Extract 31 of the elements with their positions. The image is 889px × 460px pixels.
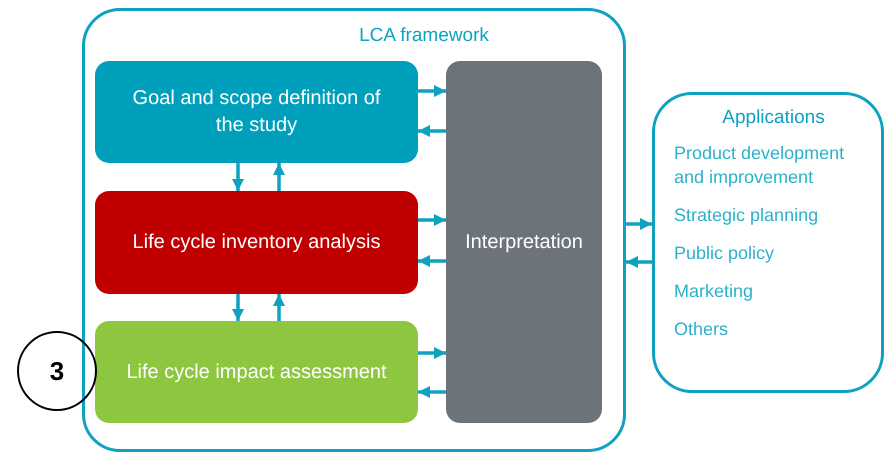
list-item: Others — [674, 318, 728, 341]
panel-title: LCA framework — [358, 25, 490, 47]
arrow — [418, 347, 446, 359]
arrow — [626, 256, 652, 268]
step-label: Life cycle impact assessment — [126, 360, 387, 384]
list-item: Marketing — [674, 280, 754, 303]
arrow — [418, 386, 446, 398]
list-item: Product development and improvement — [674, 142, 846, 189]
process-box — [95, 321, 418, 423]
arrow — [273, 163, 285, 191]
arrow — [232, 163, 244, 191]
step-label: Goal and scope definition of the study — [132, 86, 382, 138]
list-item: Strategic planning — [674, 204, 818, 227]
step-label: Interpretation — [465, 230, 583, 254]
process-box — [95, 61, 418, 163]
arrow — [273, 294, 285, 321]
framework-panel — [82, 8, 626, 452]
arrow — [626, 218, 652, 230]
process-box — [446, 61, 602, 423]
applications-panel — [652, 92, 884, 393]
arrow — [418, 85, 446, 97]
panel-title: Applications — [721, 107, 826, 129]
callout-circle — [17, 331, 97, 411]
callout-number: 3 — [50, 356, 64, 386]
step-label: Life cycle inventory analysis — [132, 230, 380, 255]
arrow — [418, 214, 446, 226]
list-item: Public policy — [674, 242, 774, 265]
process-box — [95, 191, 418, 294]
arrow — [418, 255, 446, 267]
arrow — [232, 294, 244, 321]
arrow — [418, 125, 446, 137]
